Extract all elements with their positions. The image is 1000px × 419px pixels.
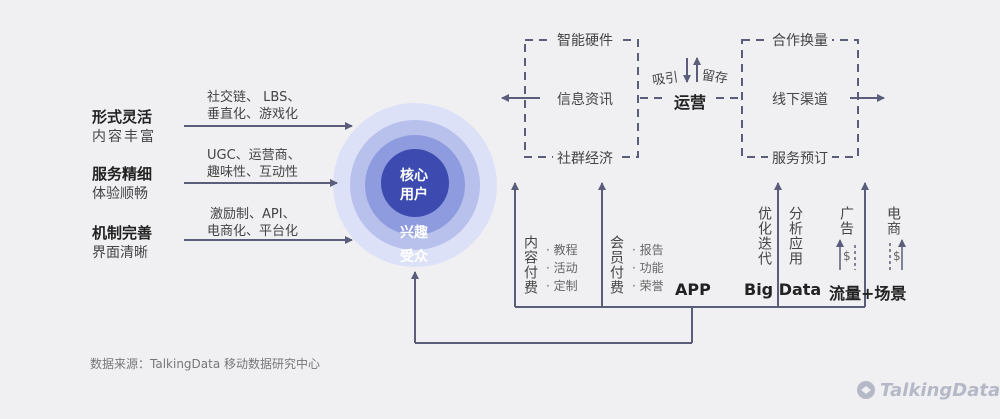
group3-subtitle: 界面清晰: [92, 245, 148, 261]
group1-title: 形式灵活: [92, 108, 153, 126]
app-label: APP: [675, 280, 711, 299]
content-item-3: · 定制: [546, 279, 578, 293]
group3-title: 机制完善: [92, 224, 153, 242]
traffic-scene-label: 流量+场景: [829, 284, 907, 303]
box-left-item-2: 信息资讯: [553, 89, 617, 109]
content-item-1: · 教程: [546, 243, 578, 257]
box-right-item-3: 服务预订: [768, 148, 832, 168]
member-item-2: · 功能: [632, 261, 664, 275]
group1-detail1: 社交链、 LBS、: [207, 90, 301, 105]
content-pay-label: 内容付费: [522, 235, 538, 295]
logo-text: TalkingData: [880, 380, 1000, 401]
group2-detail2: 趣味性、互动性: [207, 165, 299, 180]
interest-label-1: 兴趣: [400, 225, 428, 241]
attract-label: 吸引: [651, 70, 680, 89]
group3-detail2: 电商化、平台化: [207, 224, 299, 239]
group3-detail1: 激励制、API、: [210, 207, 296, 222]
operate-label: 运营: [674, 93, 707, 112]
ad-dollar: $: [843, 249, 851, 263]
box-right-item-2: 线下渠道: [768, 89, 832, 109]
optimize-label: 优化迭代: [756, 206, 772, 266]
group1-detail2: 垂直化、游戏化: [207, 107, 299, 122]
core-label-2: 用户: [400, 187, 428, 203]
box-left-item-1: 智能硬件: [553, 30, 617, 50]
group2-title: 服务精细: [92, 165, 153, 183]
group1-subtitle: 内容丰富: [92, 129, 156, 145]
member-pay-label: 会员付费: [608, 235, 624, 295]
core-label-1: 核心: [400, 168, 428, 184]
source-note: 数据来源：TalkingData 移动数据研究中心: [90, 357, 321, 371]
retain-label: 留存: [700, 68, 729, 87]
ad-label: 广告: [838, 206, 854, 236]
box-right-item-1: 合作换量: [768, 30, 832, 50]
core-circle: [381, 149, 449, 217]
group2-detail1: UGC、运营商、: [207, 148, 301, 163]
ecommerce-label: 电商: [885, 206, 901, 236]
member-item-3: · 荣誉: [632, 279, 664, 293]
member-item-1: · 报告: [632, 243, 664, 257]
analyze-label: 分析应用: [787, 206, 803, 266]
content-item-2: · 活动: [546, 261, 578, 275]
group2-subtitle: 体验顺畅: [92, 186, 148, 202]
box-left-item-3: 社群经济: [553, 148, 617, 168]
bigdata-label: Big Data: [744, 280, 822, 299]
interest-label-2: 受众: [400, 249, 428, 265]
ec-dollar: $: [893, 249, 901, 263]
